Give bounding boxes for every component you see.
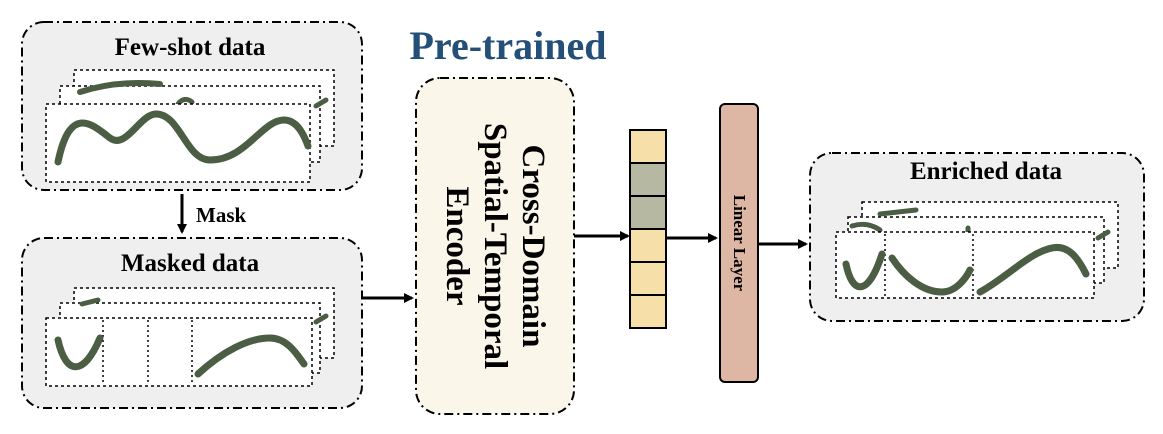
- encoder-line-2: Spatial-Temporal: [477, 122, 513, 370]
- linear-layer-label-wrap: Linear Layer: [720, 104, 758, 382]
- embedding-cell: [629, 162, 667, 197]
- few-shot-panel: [21, 21, 363, 191]
- embedding-cell: [629, 261, 667, 296]
- linear-layer-label: Linear Layer: [730, 194, 749, 292]
- masked-title: Masked data: [120, 250, 260, 277]
- embedding-vector: [629, 129, 667, 329]
- mask-label: Mask: [196, 203, 247, 227]
- encoder-line-1: Cross-Domain: [515, 144, 551, 348]
- enriched-panel: [809, 152, 1145, 322]
- masked-panel: [21, 237, 363, 409]
- encoder-label: Cross-Domain Spatial-Temporal Encoder: [416, 78, 574, 414]
- embedding-cell: [629, 228, 667, 263]
- encoder-line-3: Encoder: [439, 186, 475, 306]
- encoder-box: [415, 77, 575, 415]
- embedding-cell: [629, 129, 667, 164]
- pretrained-title: Pre-trained: [409, 23, 607, 68]
- embedding-cell: [629, 294, 667, 329]
- embedding-cell: [629, 195, 667, 230]
- enriched-title: Enriched data: [909, 158, 1063, 185]
- few-shot-title: Few-shot data: [114, 34, 266, 61]
